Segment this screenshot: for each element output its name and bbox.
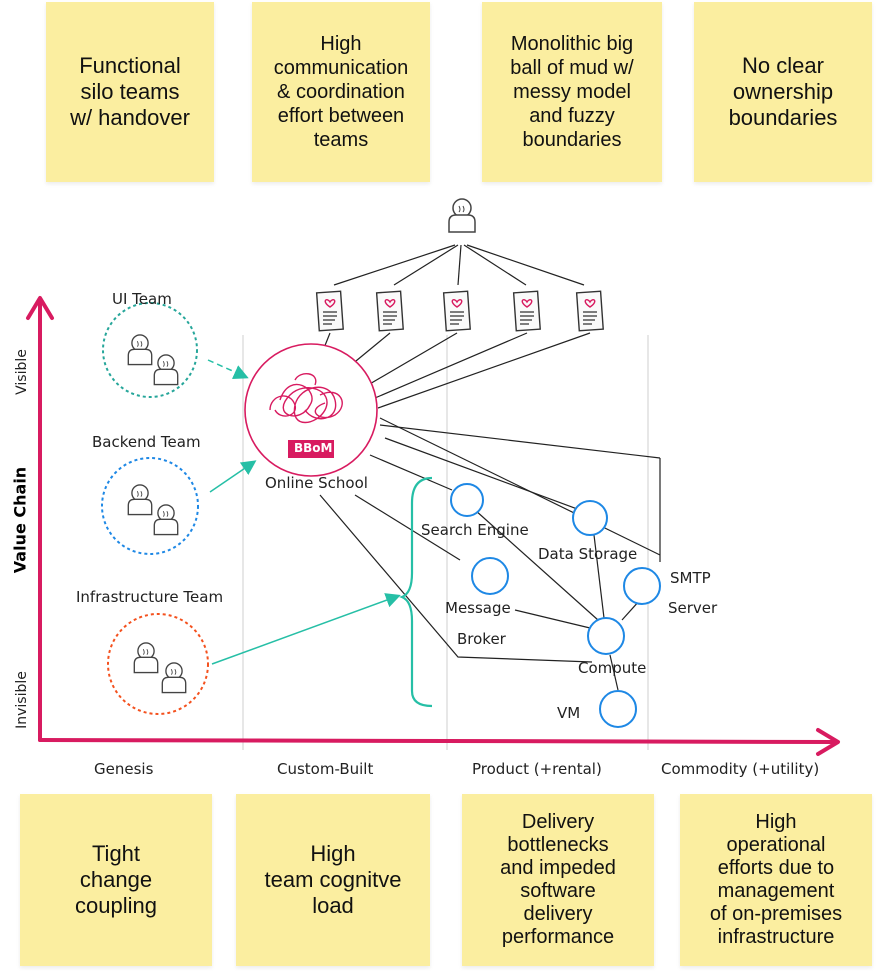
backend-team-boundary xyxy=(101,457,199,555)
data-storage-label: Data Storage xyxy=(538,545,638,563)
online-school-label: Online School xyxy=(265,474,368,492)
sticky-text: High communication & coordination effort… xyxy=(273,33,409,151)
backend-team-person-icon xyxy=(153,504,179,536)
sticky-note-cognitive-load: High team cognitve load xyxy=(236,794,430,966)
ui-team-arrow xyxy=(207,359,249,379)
sticky-text: High operational efforts due to manageme… xyxy=(709,811,843,948)
sticky-text: No clear ownership boundaries xyxy=(728,53,838,130)
tangle-icon xyxy=(269,373,343,424)
backend-team-arrow xyxy=(209,460,257,493)
stage-genesis-label: Genesis xyxy=(94,760,154,778)
monolith-node xyxy=(244,343,378,477)
smtp-label-2: Server xyxy=(668,599,718,617)
ui-team-person-icon xyxy=(127,334,153,366)
x-axis xyxy=(38,738,838,744)
infra-scope-bracket xyxy=(399,476,433,708)
sticky-note-ownership: No clear ownership boundaries xyxy=(694,2,872,182)
monolith-badge-label: BBoM xyxy=(294,441,333,455)
ui-team-boundary xyxy=(102,302,198,398)
sticky-text: Delivery bottlenecks and impeded softwar… xyxy=(500,811,616,948)
message-broker-label-1: Message xyxy=(445,599,511,617)
stage-commodity-label: Commodity (+utility) xyxy=(661,760,820,778)
infra-team-person-icon xyxy=(133,642,159,674)
y-axis-title: Value Chain xyxy=(10,466,30,574)
data-storage-node xyxy=(572,500,608,536)
sticky-note-operational: High operational efforts due to manageme… xyxy=(680,794,872,966)
sticky-note-monolith: Monolithic big ball of mud w/ messy mode… xyxy=(482,2,662,182)
compute-label: Compute xyxy=(578,659,647,677)
search-engine-label: Search Engine xyxy=(421,521,529,539)
user-need-document-icon xyxy=(315,290,344,332)
monolith-badge xyxy=(288,440,334,458)
infrastructure-team-label: Infrastructure Team xyxy=(76,588,224,606)
backend-team-person-icon xyxy=(127,484,153,516)
vm-node xyxy=(599,690,637,728)
sticky-text: Tight change coupling xyxy=(75,841,157,918)
vm-label: VM xyxy=(557,704,581,722)
infra-team-person-icon xyxy=(161,662,187,694)
y-axis-arrow-icon xyxy=(26,296,54,320)
message-broker-label-2: Broker xyxy=(457,630,506,648)
user-need-document-icon xyxy=(575,290,604,332)
y-axis-visible-label: Visible xyxy=(14,349,30,395)
user-need-document-icon xyxy=(512,290,541,332)
sticky-note-communication: High communication & coordination effort… xyxy=(252,2,430,182)
search-engine-node xyxy=(450,483,484,517)
x-axis-arrow-icon xyxy=(816,728,840,756)
sticky-text: High team cognitve load xyxy=(264,841,402,918)
user-need-document-icon xyxy=(442,290,471,332)
infra-team-boundary xyxy=(107,613,209,715)
smtp-label-1: SMTP xyxy=(670,569,711,587)
stage-product-label: Product (+rental) xyxy=(472,760,602,778)
ui-team-label: UI Team xyxy=(112,290,172,308)
sticky-note-functional-silo: Functional silo teams w/ handover xyxy=(46,2,214,182)
y-axis-invisible-label: Invisible xyxy=(14,671,30,729)
backend-team-label: Backend Team xyxy=(92,433,201,451)
smtp-server-node xyxy=(623,567,661,605)
sticky-text: Functional silo teams w/ handover xyxy=(70,53,190,130)
compute-node xyxy=(587,617,625,655)
user-need-document-icon xyxy=(375,290,404,332)
sticky-note-delivery: Delivery bottlenecks and impeded softwar… xyxy=(462,794,654,966)
stage-custom-built-label: Custom-Built xyxy=(277,760,374,778)
sticky-note-change-coupling: Tight change coupling xyxy=(20,794,212,966)
infra-team-arrow xyxy=(211,593,401,665)
sticky-text: Monolithic big ball of mud w/ messy mode… xyxy=(510,33,634,151)
user-icon xyxy=(448,198,476,233)
message-broker-node xyxy=(471,557,509,595)
ui-team-person-icon xyxy=(153,354,179,386)
